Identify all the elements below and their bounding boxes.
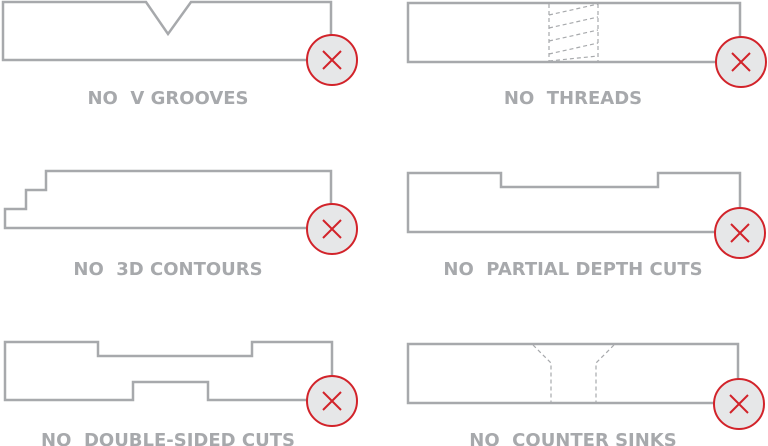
label-threads: NO THREADS xyxy=(504,88,642,109)
label-3d-contours: NO 3D CONTOURS xyxy=(73,259,262,280)
partial-depth-part xyxy=(406,171,742,234)
counter-sinks-panel: NO COUNTER SINKS xyxy=(406,342,765,446)
3d-contours-panel: NO 3D CONTOURS xyxy=(3,169,358,280)
v-grooves-panel: NO V GROOVES xyxy=(1,0,358,109)
close-icon xyxy=(715,36,767,88)
v-groove-part xyxy=(1,0,333,62)
label-v-grooves: NO V GROOVES xyxy=(87,88,248,109)
close-icon xyxy=(306,203,358,255)
close-icon xyxy=(713,378,765,430)
counter-sink-part xyxy=(406,342,740,405)
close-icon xyxy=(306,375,358,427)
threads-panel: NO THREADS xyxy=(406,1,767,109)
label-counter-sinks: NO COUNTER SINKS xyxy=(469,430,676,446)
threads-part xyxy=(406,1,742,64)
partial-depth-panel: NO PARTIAL DEPTH CUTS xyxy=(406,171,766,280)
double-sided-panel: NO DOUBLE-SIDED CUTS xyxy=(3,340,358,446)
label-double-sided-cuts: NO DOUBLE-SIDED CUTS xyxy=(41,430,295,446)
contour-part xyxy=(3,169,333,230)
label-partial-depth-cuts: NO PARTIAL DEPTH CUTS xyxy=(443,259,702,280)
close-icon xyxy=(714,207,766,259)
close-icon xyxy=(306,34,358,86)
double-sided-part xyxy=(3,340,334,402)
